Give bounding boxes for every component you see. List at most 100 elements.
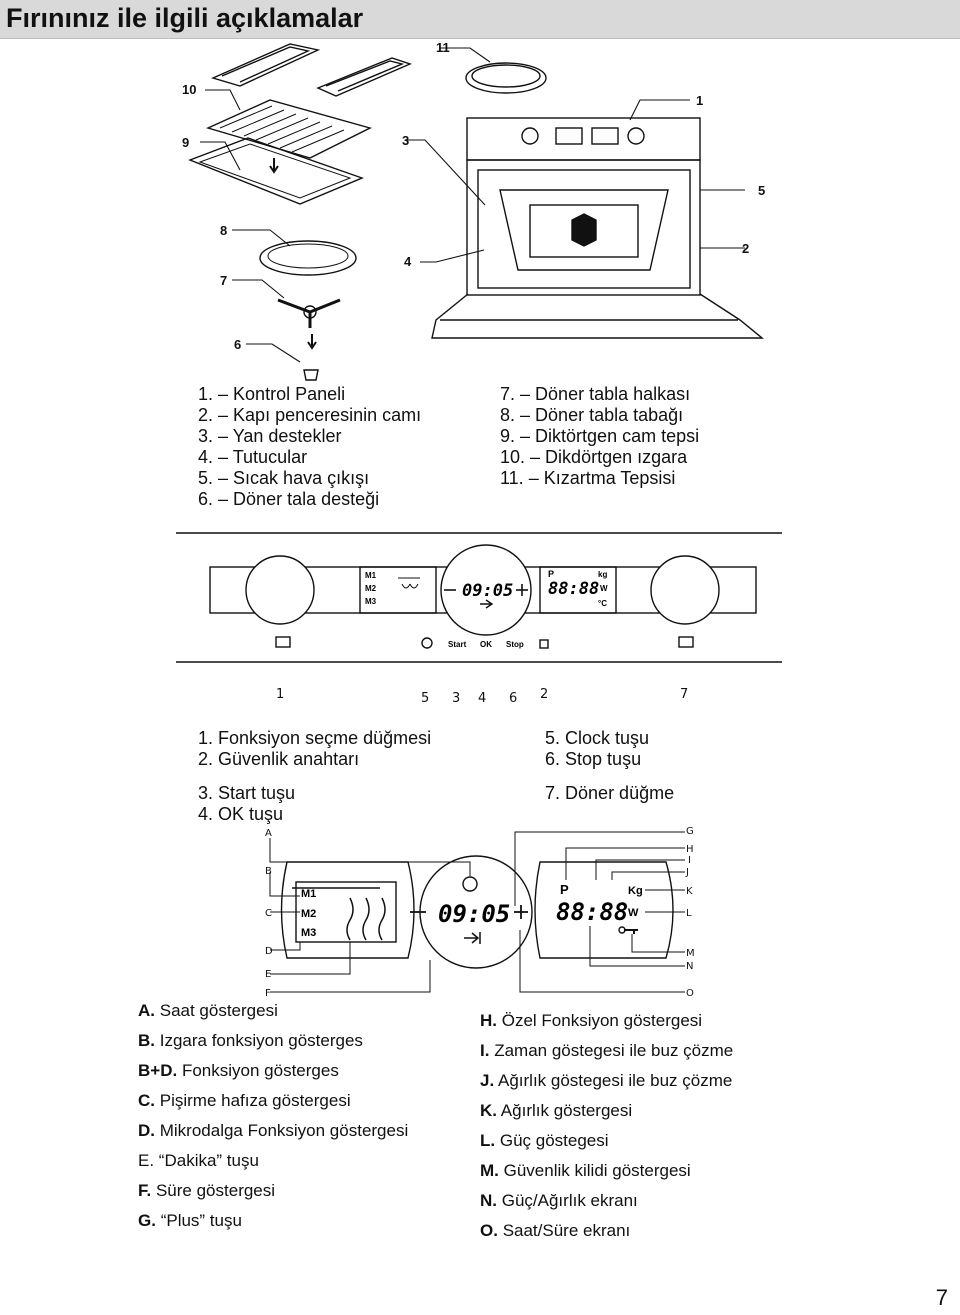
display-legend-right: H. Özel Fonksiyon göstergesi I. Zaman gö… bbox=[480, 1006, 733, 1246]
control-panel-diagram: M1 M2 M3 09:05 88:88 P kg W °C Start OK … bbox=[176, 532, 782, 706]
list-item: 8. – Döner tabla tabağı bbox=[500, 405, 684, 425]
display-letter-e: E bbox=[265, 969, 271, 980]
list-item: 2. – Kapı penceresinin camı bbox=[198, 405, 422, 425]
start-button-label[interactable]: Start bbox=[448, 640, 467, 649]
panel-callout-4: 4 bbox=[478, 691, 486, 706]
list-item: N. Güç/Ağırlık ekranı bbox=[480, 1191, 638, 1210]
list-item: O. Saat/Süre ekranı bbox=[480, 1221, 631, 1240]
crisp-plate-drawing bbox=[465, 62, 547, 94]
list-item: 5. Clock tuşu bbox=[545, 728, 650, 748]
display-indicator-kg: Kg bbox=[628, 885, 643, 897]
rotary-knob bbox=[650, 555, 720, 625]
panel-memory-m3: M3 bbox=[365, 597, 377, 606]
roasting-tray-left-drawing bbox=[210, 43, 321, 87]
oven-callout-7: 7 bbox=[220, 273, 227, 288]
center-dial bbox=[440, 544, 532, 636]
display-indicator-p: P bbox=[560, 882, 569, 897]
list-item: 3. – Yan destekler bbox=[198, 426, 342, 446]
oven-callout-3: 3 bbox=[402, 133, 409, 148]
turntable-support-drawing bbox=[303, 369, 319, 381]
list-item: 4. OK tuşu bbox=[198, 804, 284, 824]
list-item: B. Izgara fonksiyon gösterges bbox=[138, 1031, 363, 1050]
panel-callout-2: 2 bbox=[540, 687, 548, 702]
oven-callout-2: 2 bbox=[742, 241, 749, 256]
left-display-panel bbox=[280, 861, 415, 959]
grill-rack-drawing bbox=[205, 99, 372, 159]
display-right-value: 88:88 bbox=[556, 898, 628, 926]
panel-callout-5: 5 bbox=[421, 691, 429, 706]
display-memory-m3: M3 bbox=[301, 927, 316, 939]
ok-button-label[interactable]: OK bbox=[480, 640, 492, 649]
list-item: 1. – Kontrol Paneli bbox=[198, 384, 346, 404]
panel-keys-left: 1. Fonksiyon seçme düğmesi 2. Güvenlik a… bbox=[198, 728, 431, 825]
oven-callout-6: 6 bbox=[234, 337, 241, 352]
list-item: G. “Plus” tuşu bbox=[138, 1211, 242, 1230]
list-item: 1. Fonksiyon seçme düğmesi bbox=[198, 728, 432, 748]
display-memory-m1: M1 bbox=[301, 888, 316, 900]
list-item: 3. Start tuşu bbox=[198, 783, 296, 803]
list-item: 5. – Sıcak hava çıkışı bbox=[198, 468, 370, 488]
list-item: 2. Güvenlik anahtarı bbox=[198, 749, 360, 769]
display-indicator-w: W bbox=[628, 907, 639, 919]
list-item: H. Özel Fonksiyon göstergesi bbox=[480, 1011, 703, 1030]
panel-callout-1: 1 bbox=[276, 687, 284, 702]
display-letter-k: K bbox=[686, 886, 693, 897]
list-item: I. Zaman göstegesi ile buz çözme bbox=[480, 1041, 734, 1060]
display-letter-m: M bbox=[686, 948, 695, 959]
list-item: 9. – Diktörtgen cam tepsi bbox=[500, 426, 700, 446]
left-display-box bbox=[359, 566, 437, 614]
panel-indicator-celsius: °C bbox=[598, 599, 607, 608]
control-panel-drawing bbox=[466, 117, 701, 161]
display-letter-b: B bbox=[265, 866, 272, 877]
display-letter-f: F bbox=[265, 988, 271, 999]
stop-button-label[interactable]: Stop bbox=[506, 640, 524, 649]
lock-icon bbox=[539, 639, 549, 649]
display-letter-g: G bbox=[686, 826, 694, 837]
display-letter-j: J bbox=[685, 867, 689, 878]
page-number: 7 bbox=[935, 1285, 948, 1310]
oven-parts-left: 1. – Kontrol Paneli 2. – Kapı penceresin… bbox=[198, 384, 421, 510]
page-title: Fırınınız ile ilgili açıklamalar bbox=[6, 3, 364, 33]
clock-icon bbox=[421, 637, 433, 649]
list-item: 7. – Döner tabla halkası bbox=[500, 384, 691, 404]
list-item: 4. – Tutucular bbox=[198, 447, 308, 467]
oven-body-drawing bbox=[466, 159, 701, 296]
panel-callout-6: 6 bbox=[509, 691, 517, 706]
list-item: 11. – Kızartma Tepsisi bbox=[500, 468, 676, 488]
oven-callout-8: 8 bbox=[220, 223, 227, 238]
list-item: C. Pişirme hafıza göstergesi bbox=[138, 1091, 351, 1110]
display-clock-icon bbox=[462, 876, 478, 892]
roasting-tray-right-drawing bbox=[316, 57, 412, 97]
panel-right-display: 88:88 bbox=[548, 579, 599, 599]
list-item: J. Ağırlık göstegesi ile buz çözme bbox=[480, 1071, 733, 1090]
list-item: B+D. Fonksiyon gösterges bbox=[138, 1061, 339, 1080]
oven-callout-9: 9 bbox=[182, 135, 189, 150]
list-item: E. “Dakika” tuşu bbox=[138, 1151, 259, 1170]
panel-keys-right: 5. Clock tuşu 6. Stop tuşu 7. Döner düğm… bbox=[545, 728, 674, 804]
oven-diagram: 11 1 10 9 3 5 8 2 4 7 6 bbox=[182, 40, 765, 381]
turntable-ring-drawing bbox=[277, 298, 341, 328]
display-letter-n: N bbox=[686, 961, 693, 972]
oven-door-drawing bbox=[431, 293, 764, 339]
right-display-panel bbox=[534, 861, 674, 959]
display-letter-c: C bbox=[265, 908, 272, 919]
list-item: L. Güç göstegesi bbox=[480, 1131, 609, 1150]
display-memory-m2: M2 bbox=[301, 908, 316, 920]
list-item: 6. – Döner tala desteği bbox=[198, 489, 380, 509]
panel-memory-m1: M1 bbox=[365, 571, 377, 580]
list-item: 10. – Dikdörtgen ızgara bbox=[500, 447, 688, 467]
display-letter-h: H bbox=[686, 844, 694, 855]
oven-callout-10: 10 bbox=[182, 82, 196, 97]
display-time: 09:05 bbox=[438, 900, 510, 928]
list-item: F. Süre göstergesi bbox=[138, 1181, 276, 1200]
function-knob bbox=[245, 555, 315, 625]
oven-callout-4: 4 bbox=[404, 254, 412, 269]
display-diagram: M1 M2 M3 09:05 88:88 P Kg W A B C D E F … bbox=[265, 826, 695, 999]
panel-indicator-kg: kg bbox=[598, 570, 607, 579]
list-item: M. Güvenlik kilidi göstergesi bbox=[480, 1161, 691, 1180]
list-item: A. Saat göstergesi bbox=[138, 1001, 278, 1020]
oven-callout-5: 5 bbox=[758, 183, 765, 198]
display-letter-a: A bbox=[265, 828, 272, 839]
safety-button-drawing bbox=[275, 636, 291, 648]
list-item: 7. Döner düğme bbox=[545, 783, 675, 803]
